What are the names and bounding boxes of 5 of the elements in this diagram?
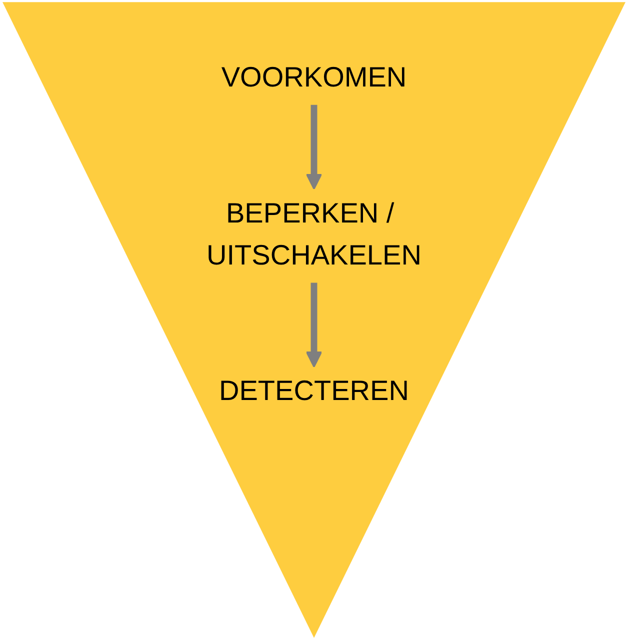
node-text: BEPERKEN / UITSCHAKELEN [206, 196, 422, 271]
arrow [306, 104, 322, 190]
arrow [306, 282, 322, 368]
node-text: DETECTEREN [218, 374, 410, 407]
node-text: VOORKOMEN [221, 60, 407, 93]
